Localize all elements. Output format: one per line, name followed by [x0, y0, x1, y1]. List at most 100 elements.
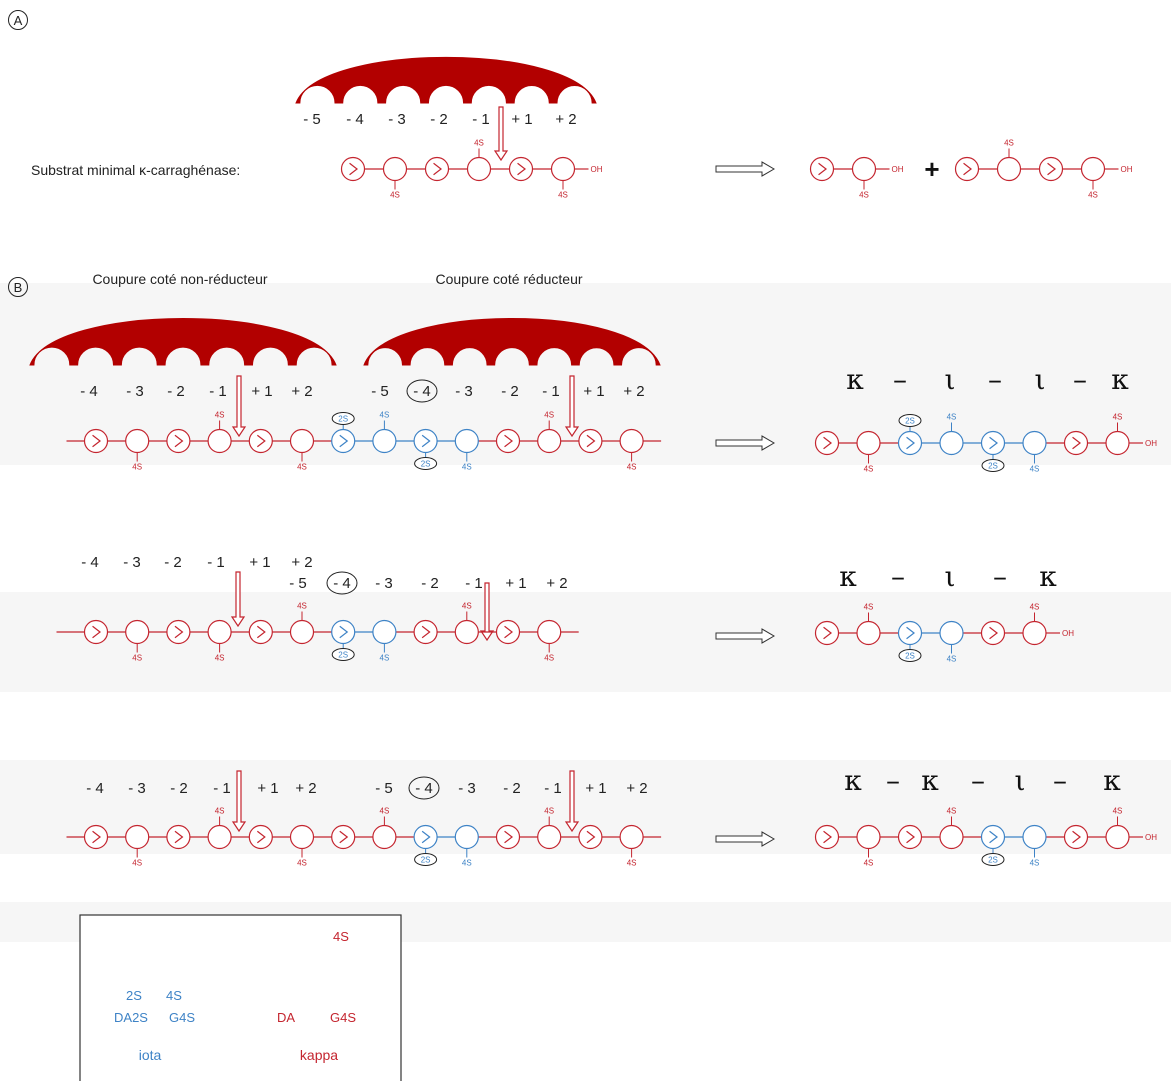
da-bridge [906, 626, 916, 640]
da-ring [1063, 430, 1089, 456]
da-ring [1063, 824, 1089, 850]
g-ring [289, 824, 315, 850]
sulfate-label: 4S [390, 191, 400, 200]
subsite-label: - 2 [421, 575, 439, 592]
product-symbol: – [893, 363, 907, 396]
subsite-label: - 3 [126, 383, 144, 400]
legend-iota-sulfate-2s: 2S [126, 988, 142, 1003]
sulfate-label: 4S [462, 602, 472, 611]
da-ring [897, 620, 923, 646]
subsite-label: - 1 [544, 780, 562, 797]
cleavage-arrow [564, 770, 580, 833]
subsite-label: - 2 [501, 383, 519, 400]
da-ring [331, 824, 356, 850]
da-bridge [421, 830, 431, 844]
sulfate-label: 4S [627, 859, 637, 868]
subsite-label: + 1 [251, 383, 272, 400]
subsite-label: - 1 [209, 383, 227, 400]
da-bridge [92, 625, 102, 639]
da-bridge [586, 434, 596, 448]
g-ring [207, 619, 232, 645]
da-ring [340, 156, 366, 182]
da-bridge [256, 625, 266, 639]
subsite-label: + 1 [511, 111, 532, 128]
product-symbol: – [886, 764, 900, 797]
panel-b-marker [8, 277, 28, 297]
legend-iota-name: iota [139, 1047, 162, 1063]
da-bridge [504, 434, 514, 448]
da-ring [495, 824, 521, 850]
enzyme-shape [363, 318, 661, 366]
product-symbol: – [1053, 764, 1067, 797]
da-ring [814, 620, 840, 646]
diagram-content: - 5- 4- 3- 2- 1+ 1+ 24S4S4SOH4SOH4S4SOH-… [29, 56, 1157, 990]
legend-kappa-unit-g4s: G4S [330, 1010, 356, 1025]
da-bridge [1047, 162, 1057, 176]
row-band [0, 592, 1171, 692]
g-ring [939, 430, 964, 456]
g-ring [619, 428, 644, 454]
sulfate-label: 4S [1030, 603, 1040, 612]
cleavage-arrow [231, 375, 247, 438]
enzyme-shape [295, 56, 597, 104]
subsite-label: + 1 [249, 554, 270, 571]
subsite-label: - 3 [123, 554, 141, 571]
subsite-label: + 1 [583, 383, 604, 400]
da-ring [83, 824, 109, 850]
sulfate-label: 4S [1113, 413, 1123, 422]
subsite-label: - 2 [164, 554, 182, 571]
oh-end-label: OH [1062, 629, 1074, 638]
g-ring [939, 824, 964, 850]
g-ring [1105, 824, 1130, 850]
sulfate-label: 4S [1088, 191, 1098, 200]
reaction-arrow [715, 435, 775, 451]
product-symbol: κ [1039, 560, 1057, 593]
da-ring [248, 619, 273, 645]
da-ring [166, 824, 191, 850]
da-ring [1038, 156, 1064, 182]
reaction-arrow [715, 831, 775, 847]
product-symbol: κ [844, 764, 862, 797]
da-bridge [421, 625, 431, 639]
cleavage-arrow [230, 571, 246, 628]
da-bridge [963, 162, 973, 176]
da-ring [166, 428, 191, 454]
reaction-arrow [715, 161, 775, 177]
da-ring [424, 156, 450, 182]
da-ring [897, 430, 923, 456]
sulfate-label: 4S [864, 465, 874, 474]
sulfate-2s-highlight [331, 648, 355, 661]
sulfate-label: 4S [947, 413, 957, 422]
da-bridge [517, 162, 527, 176]
g-ring [856, 430, 881, 456]
da-bridge [92, 830, 102, 844]
subsite-label: + 2 [291, 383, 312, 400]
sulfate-label: 4S [297, 602, 307, 611]
subsite-label: - 4 [80, 383, 98, 400]
product-symbol: κ [1103, 764, 1121, 797]
legend-iota-sulfate-4s: 4S [166, 988, 182, 1003]
oh-end-label: OH [1145, 833, 1157, 842]
subsite-label: - 4 [415, 780, 433, 797]
sulfate-label: 4S [947, 655, 957, 664]
da-ring [495, 619, 521, 645]
subsite-label: - 4 [413, 383, 431, 400]
g-ring [537, 824, 562, 850]
da-bridge [1072, 830, 1082, 844]
g-ring [537, 428, 562, 454]
subsite-label: + 2 [555, 111, 576, 128]
da-bridge [1072, 436, 1082, 450]
sulfate-label: 4S [462, 463, 472, 472]
sulfate-2s-highlight [414, 853, 438, 866]
g-ring [207, 428, 232, 454]
subsite-highlight [406, 379, 438, 403]
da-bridge [586, 830, 596, 844]
g-ring [372, 824, 397, 850]
da-ring [83, 428, 109, 454]
subsite-label: + 1 [505, 575, 526, 592]
sulfate-label: 4S [1113, 807, 1123, 816]
sulfate-label: 4S [462, 859, 472, 868]
sulfate-label: 4S [859, 191, 869, 200]
da-bridge [989, 626, 999, 640]
sulfate-label: 4S [215, 654, 225, 663]
